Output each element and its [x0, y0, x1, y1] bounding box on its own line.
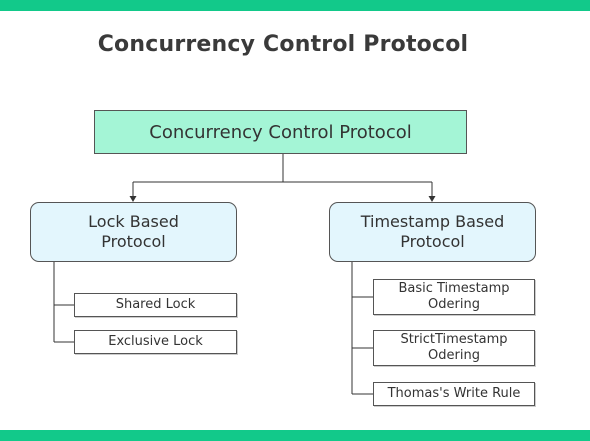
shared-lock-label: Shared Lock — [115, 297, 196, 312]
shared-lock-node: Shared Lock — [74, 293, 237, 317]
timestamp-based-protocol-node: Timestamp Based Protocol — [329, 202, 536, 262]
exclusive-lock-node: Exclusive Lock — [74, 330, 237, 354]
to-timestamp-based-arrow — [428, 196, 436, 202]
bottom-accent-band — [0, 430, 590, 441]
thomas-write-rule-label: Thomas's Write Rule — [387, 386, 521, 401]
strict-timestamp-label-line-1: StrictTimestamp — [400, 332, 508, 347]
lock-based-label-line-2: Protocol — [101, 232, 166, 251]
thomas-write-rule-node: Thomas's Write Rule — [373, 382, 535, 406]
strict-timestamp-ordering-node: StrictTimestamp Odering — [373, 330, 535, 366]
timestamp-based-label-line-2: Protocol — [400, 232, 465, 251]
strict-timestamp-label-line-2: Odering — [428, 348, 480, 363]
diagram-title: Concurrency Control Protocol — [97, 32, 469, 57]
root-node: Concurrency Control Protocol — [94, 110, 467, 154]
timestamp-based-label-line-1: Timestamp Based — [360, 212, 505, 231]
to-lock-based-arrow — [129, 196, 137, 202]
basic-timestamp-label-line-1: Basic Timestamp — [398, 281, 510, 296]
exclusive-lock-label: Exclusive Lock — [108, 334, 203, 349]
basic-timestamp-label-line-2: Odering — [428, 297, 480, 312]
top-accent-band — [0, 0, 590, 11]
lock-based-protocol-node: Lock Based Protocol — [30, 202, 237, 262]
basic-timestamp-ordering-node: Basic Timestamp Odering — [373, 279, 535, 315]
root-node-label: Concurrency Control Protocol — [149, 121, 412, 143]
lock-based-label-line-1: Lock Based — [88, 212, 179, 231]
